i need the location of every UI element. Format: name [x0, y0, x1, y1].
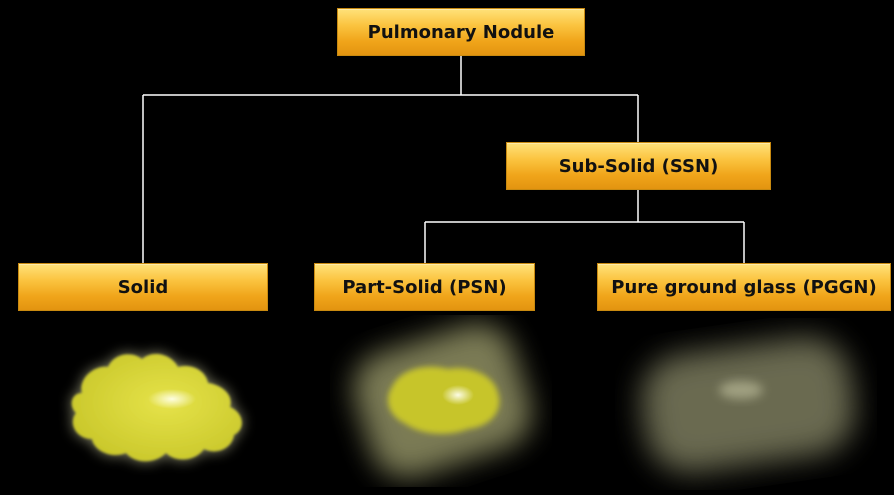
- node-pulmonary-nodule-label: Pulmonary Nodule: [367, 21, 555, 43]
- node-pure-ground-glass: Pure ground glass (PGGN): [597, 263, 891, 311]
- node-pure-ground-glass-label: Pure ground glass (PGGN): [611, 276, 877, 298]
- node-solid-label: Solid: [117, 276, 169, 298]
- solid-nodule-image: [71, 353, 242, 462]
- pure-ground-glass-nodule-image: [641, 337, 855, 473]
- node-pulmonary-nodule: Pulmonary Nodule: [337, 8, 585, 56]
- node-sub-solid-label: Sub-Solid (SSN): [558, 155, 719, 177]
- node-solid: Solid: [18, 263, 268, 311]
- node-part-solid-label: Part-Solid (PSN): [342, 276, 507, 298]
- part-solid-nodule-image: [353, 323, 532, 478]
- node-part-solid: Part-Solid (PSN): [314, 263, 535, 311]
- node-sub-solid: Sub-Solid (SSN): [506, 142, 771, 190]
